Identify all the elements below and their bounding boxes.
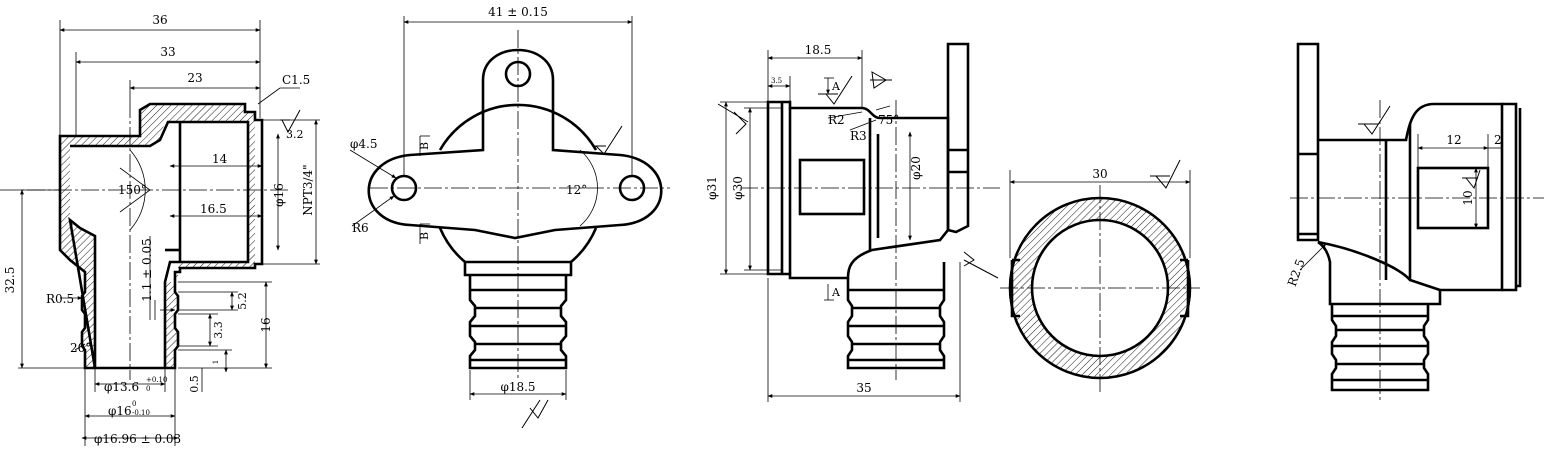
view5-dim-2: 2 bbox=[1494, 133, 1502, 147]
view5-dim-12: 12 bbox=[1446, 133, 1461, 147]
view-section-ring: 30 bbox=[1000, 159, 1200, 392]
view1-dim-33: 33 bbox=[160, 45, 175, 59]
view3-radius-3: R3 bbox=[850, 129, 867, 143]
view1-dim-16-5: 16.5 bbox=[200, 202, 227, 216]
view3-radius-2: R2 bbox=[828, 113, 845, 127]
view1-dia-16-96: φ16.96 ± 0.03 bbox=[94, 432, 181, 446]
view2-labels: 41 ± 0.15 φ4.5 R6 12° φ18.5 B B bbox=[350, 5, 587, 394]
view3-angle-75: 75° bbox=[878, 113, 899, 127]
view-side: 18.5 3.5 R2 R3 75° φ31 φ30 φ20 35 A A bbox=[705, 42, 1000, 402]
view5-dim-10: 10 bbox=[1461, 190, 1475, 205]
view2-section-b-bottom: B bbox=[418, 232, 431, 240]
view1-hatch-body bbox=[60, 104, 255, 368]
view2-roughness-bottom bbox=[521, 399, 549, 429]
view5-radius-2-5: R2.5 bbox=[1285, 257, 1308, 288]
view1-dim-0-5: 0.5 bbox=[188, 375, 201, 393]
view1-dim-23: 23 bbox=[187, 71, 202, 85]
view2-body-arc bbox=[438, 103, 598, 263]
view1-dim-3-3: 3.3 bbox=[212, 321, 225, 339]
view5-collar bbox=[1317, 240, 1441, 292]
view1-angle-20: 20° bbox=[70, 341, 91, 355]
view3-dia-30: φ30 bbox=[731, 176, 745, 200]
view3-section-a-bottom: A bbox=[831, 286, 841, 299]
view4-side-lugs bbox=[1010, 258, 1190, 318]
view1-dia-13-6-tol-upper: +0.10 bbox=[146, 376, 167, 384]
view2-hub bbox=[463, 260, 573, 277]
view3-roughness-right bbox=[870, 71, 892, 89]
view3-dim-3-5: 3.5 bbox=[771, 77, 782, 85]
view3-dim-35: 35 bbox=[856, 381, 871, 395]
view-section-elbow: 36 33 23 C1.5 3.2 14 16.5 φ16 NPT3/4" 15… bbox=[0, 13, 320, 446]
view4-dimension-lines bbox=[1009, 170, 1191, 258]
view2-roughness-top bbox=[594, 125, 623, 155]
view4-roughness bbox=[1150, 159, 1181, 189]
view5-dimension-lines bbox=[1299, 134, 1503, 271]
view1-dim-1: 1 bbox=[212, 360, 220, 364]
view5-roughness-window bbox=[1462, 169, 1481, 190]
view1-dimension-lines bbox=[18, 20, 320, 446]
view2-dia-18-5: φ18.5 bbox=[500, 380, 535, 394]
view2-angle-12: 12° bbox=[566, 183, 587, 197]
view3-dimension-lines bbox=[720, 50, 961, 402]
view3-ear bbox=[946, 42, 970, 234]
view3-labels: 18.5 3.5 R2 R3 75° φ31 φ30 φ20 35 A A bbox=[705, 43, 923, 395]
view3-dim-18-5: 18.5 bbox=[805, 43, 832, 57]
view2-dimension-lines bbox=[349, 16, 633, 400]
view3-window bbox=[798, 158, 866, 216]
view1-dia-13-6: φ13.6 bbox=[104, 380, 139, 394]
view1-inner-outline bbox=[68, 120, 250, 369]
view1-dim-36: 36 bbox=[152, 13, 167, 27]
view2-dim-41: 41 ± 0.15 bbox=[488, 5, 548, 19]
view5-roughness-top bbox=[1358, 105, 1391, 135]
view1-roughness-3-2: 3.2 bbox=[286, 128, 304, 141]
view1-dia-16: φ16 bbox=[272, 183, 286, 207]
view1-dim-1-1: 1.1 ± 0.05 bbox=[140, 238, 154, 302]
view1-dia-16-tol-lower: -0.10 bbox=[132, 409, 150, 417]
view1-chamfer-c1-5: C1.5 bbox=[282, 73, 310, 87]
view5-body bbox=[1317, 102, 1504, 306]
view1-dia-13-6-tol-lower: 0 bbox=[146, 385, 150, 393]
view3-body-outline bbox=[766, 100, 950, 280]
view3-dia-20: φ20 bbox=[909, 156, 923, 180]
view5-ear bbox=[1296, 42, 1320, 242]
view-front-flange: 41 ± 0.15 φ4.5 R6 12° φ18.5 B B bbox=[349, 5, 670, 429]
view3-dia-31: φ31 bbox=[705, 176, 719, 200]
view1-labels: 36 33 23 C1.5 3.2 14 16.5 φ16 NPT3/4" 15… bbox=[3, 13, 315, 446]
view5-flange bbox=[1502, 102, 1522, 292]
view3-section-a-top: A bbox=[831, 80, 841, 93]
view1-dim-32-5: 32.5 bbox=[3, 267, 17, 294]
view1-dim-16: 16 bbox=[259, 317, 273, 332]
view1-angle-150: 150° bbox=[118, 183, 147, 197]
view2-radius-6: R6 bbox=[352, 221, 369, 235]
view3-roughness-left bbox=[717, 103, 749, 135]
view-rear: 12 2 10 R2.5 bbox=[1285, 42, 1544, 400]
view4-dim-30: 30 bbox=[1092, 167, 1107, 181]
view3-roughness-top bbox=[818, 75, 853, 105]
view1-dim-14: 14 bbox=[212, 152, 228, 166]
view1-thread-npt: NPT3/4" bbox=[301, 164, 315, 215]
view1-roughness-symbol bbox=[280, 109, 301, 134]
view1-dim-5-2: 5.2 bbox=[236, 292, 249, 310]
view2-flange-outline bbox=[367, 48, 663, 240]
view1-radius-0-5: R0.5 bbox=[46, 292, 74, 306]
view2-section-b-top: B bbox=[418, 142, 431, 150]
view1-outer-outline bbox=[58, 102, 264, 370]
view1-dia-16-tol-upper: 0 bbox=[132, 400, 136, 408]
view3-roughness-lower bbox=[963, 251, 999, 279]
view2-dia-4-5: φ4.5 bbox=[350, 137, 378, 151]
view1-dia-16-tol: φ16 bbox=[108, 404, 132, 418]
